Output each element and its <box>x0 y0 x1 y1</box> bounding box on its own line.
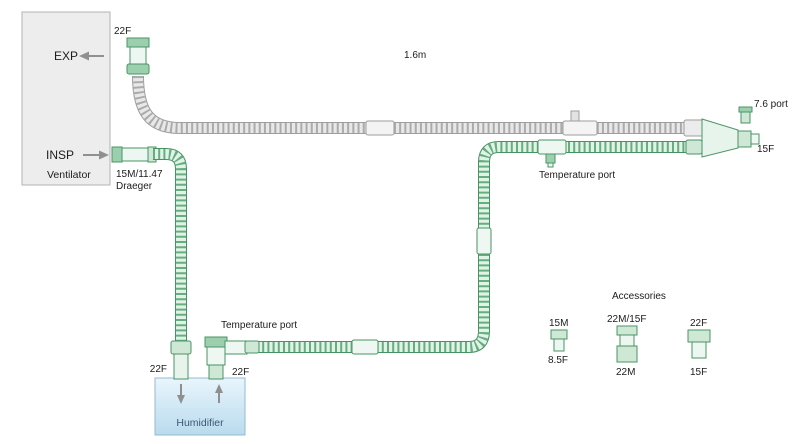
tube-length-label: 1.6m <box>404 50 426 61</box>
insp-supply-tube <box>153 148 187 341</box>
accessory-1-bottom-label: 8.5F <box>548 355 568 366</box>
inspiratory-coupling-2 <box>351 339 379 355</box>
insp-port-label: INSP <box>46 148 74 162</box>
exp-connector <box>126 37 150 75</box>
temperature-port-elbow <box>204 336 260 380</box>
temperature-port-right <box>537 139 567 168</box>
accessory-2-bottom-label: 22M <box>616 367 635 378</box>
exp-connector-size-label: 22F <box>114 26 131 37</box>
wye-connector <box>701 106 760 158</box>
humidifier-outlet-size-label: 22F <box>232 367 249 378</box>
accessory-3-connector <box>687 329 711 359</box>
inspiratory-wye-cuff <box>685 139 703 155</box>
insp-connector-size-label: 15M/11.47 <box>116 169 163 180</box>
insp-connector-brand-label: Draeger <box>116 181 153 192</box>
inspiratory-tube <box>257 139 703 355</box>
humidifier-box: Humidifier <box>154 377 246 436</box>
accessories-title: Accessories <box>612 291 666 302</box>
accessory-3-bottom-label: 15F <box>690 367 707 378</box>
wye-size-label: 15F <box>757 144 774 155</box>
wye-gas-port <box>740 111 751 124</box>
temperature-port-right-label: Temperature port <box>539 170 615 181</box>
temperature-port-left-label: Temperature port <box>221 320 297 331</box>
humidifier-inlet-connector <box>170 340 192 380</box>
humidifier-inlet-size-label: 22F <box>150 364 167 375</box>
expiratory-port-stub <box>570 110 580 123</box>
expiratory-wye-cuff <box>683 119 705 137</box>
accessory-1-top-label: 15M <box>549 318 568 329</box>
exp-arrow-icon <box>79 51 104 61</box>
wye-port-label: 7.6 port <box>754 99 788 110</box>
ventilator-box: EXP INSP Ventilator <box>21 11 111 186</box>
accessory-2-connector <box>616 325 638 363</box>
inspiratory-coupling <box>476 227 492 255</box>
expiratory-coupling-2 <box>562 120 598 136</box>
expiratory-coupling <box>365 120 395 136</box>
insp-arrow-icon <box>83 150 109 160</box>
accessory-3-top-label: 22F <box>690 318 707 329</box>
insp-connector <box>111 146 157 163</box>
accessory-2-top-label: 22M/15F <box>607 314 646 325</box>
accessories-section: Accessories 15M 8.5F 22M/15F 22M 22F 15F <box>548 291 711 378</box>
expiratory-tube <box>132 75 705 137</box>
humidifier-label: Humidifier <box>176 417 224 429</box>
gas-out-arrow-icon <box>215 384 223 403</box>
accessory-1-connector <box>550 329 568 352</box>
ventilator-label: Ventilator <box>47 169 91 181</box>
exp-port-label: EXP <box>54 49 78 63</box>
gas-in-arrow-icon <box>177 384 185 404</box>
